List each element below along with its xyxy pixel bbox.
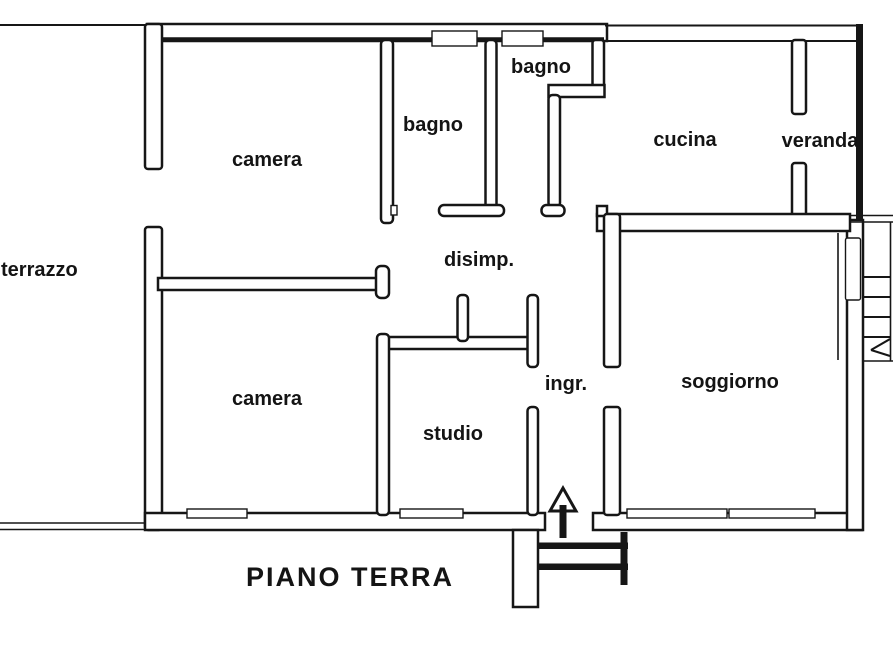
wall-cucina-soggiorno	[595, 212, 852, 233]
window-bottom-3	[626, 508, 728, 519]
external-staircase	[844, 214, 893, 362]
interior-walls	[156, 38, 852, 517]
stair-direction-arrow	[870, 338, 891, 358]
bagno2-door-foot	[540, 203, 566, 218]
soggiorno-left-lower	[602, 405, 622, 517]
bagno2-horizontal	[547, 83, 606, 99]
window-band-cucina-veranda	[605, 24, 858, 43]
bagno2-right-leg	[591, 38, 606, 91]
door-to-stairs	[844, 237, 862, 301]
window-top-2-sill	[501, 30, 544, 47]
wall-bagno1-bagno2	[484, 38, 498, 212]
room-label-bagno-2: bagno	[511, 56, 571, 78]
room-label-bagno-1: bagno	[403, 114, 463, 136]
window-top-1-sill	[431, 30, 478, 47]
wall-cucina-veranda-upper	[790, 38, 808, 116]
wall-studio-ingr	[526, 405, 540, 517]
room-label-camera-bottom: camera	[232, 388, 303, 410]
wall-camera2-studio	[375, 332, 391, 517]
bagno-door-bar	[437, 203, 506, 218]
soggiorno-left-upper	[602, 212, 622, 369]
wall-disimp-studio	[378, 335, 530, 351]
stub-disimp-left	[456, 293, 470, 343]
room-label-disimp: disimp.	[444, 249, 514, 271]
left-wall-lower	[143, 225, 164, 532]
wall-camera2-top	[156, 276, 382, 292]
room-label-soggiorno: soggiorno	[681, 371, 779, 393]
entrance-steps	[538, 532, 628, 585]
entrance-arrow	[547, 484, 579, 538]
room-labels: terrazzo camera bagno bagno cucina veran…	[1, 56, 859, 445]
bagno2-left-leg	[547, 93, 562, 209]
entrance	[511, 484, 628, 609]
right-wall-upper	[856, 24, 863, 222]
terrace-boundary	[0, 23, 150, 531]
floor-title: PIANO TERRA	[246, 562, 454, 592]
room-label-ingr: ingr.	[545, 373, 587, 395]
stub-disimp-right	[526, 293, 540, 369]
door-jamb-camera2	[374, 264, 391, 300]
left-wall-upper	[143, 22, 164, 171]
porch-pillar	[511, 528, 540, 609]
window-bottom-2	[399, 508, 464, 519]
room-label-veranda: veranda	[782, 130, 860, 152]
window-bottom-1	[186, 508, 248, 519]
room-label-camera-top: camera	[232, 149, 303, 171]
window-bottom-4	[728, 508, 816, 519]
room-label-studio: studio	[423, 423, 483, 445]
wall-camera-bagno	[379, 38, 395, 225]
wall-hook	[595, 204, 609, 218]
wall-cucina-veranda-lower	[790, 161, 808, 221]
room-label-terrazzo: terrazzo	[1, 259, 78, 281]
room-label-cucina: cucina	[653, 129, 717, 151]
